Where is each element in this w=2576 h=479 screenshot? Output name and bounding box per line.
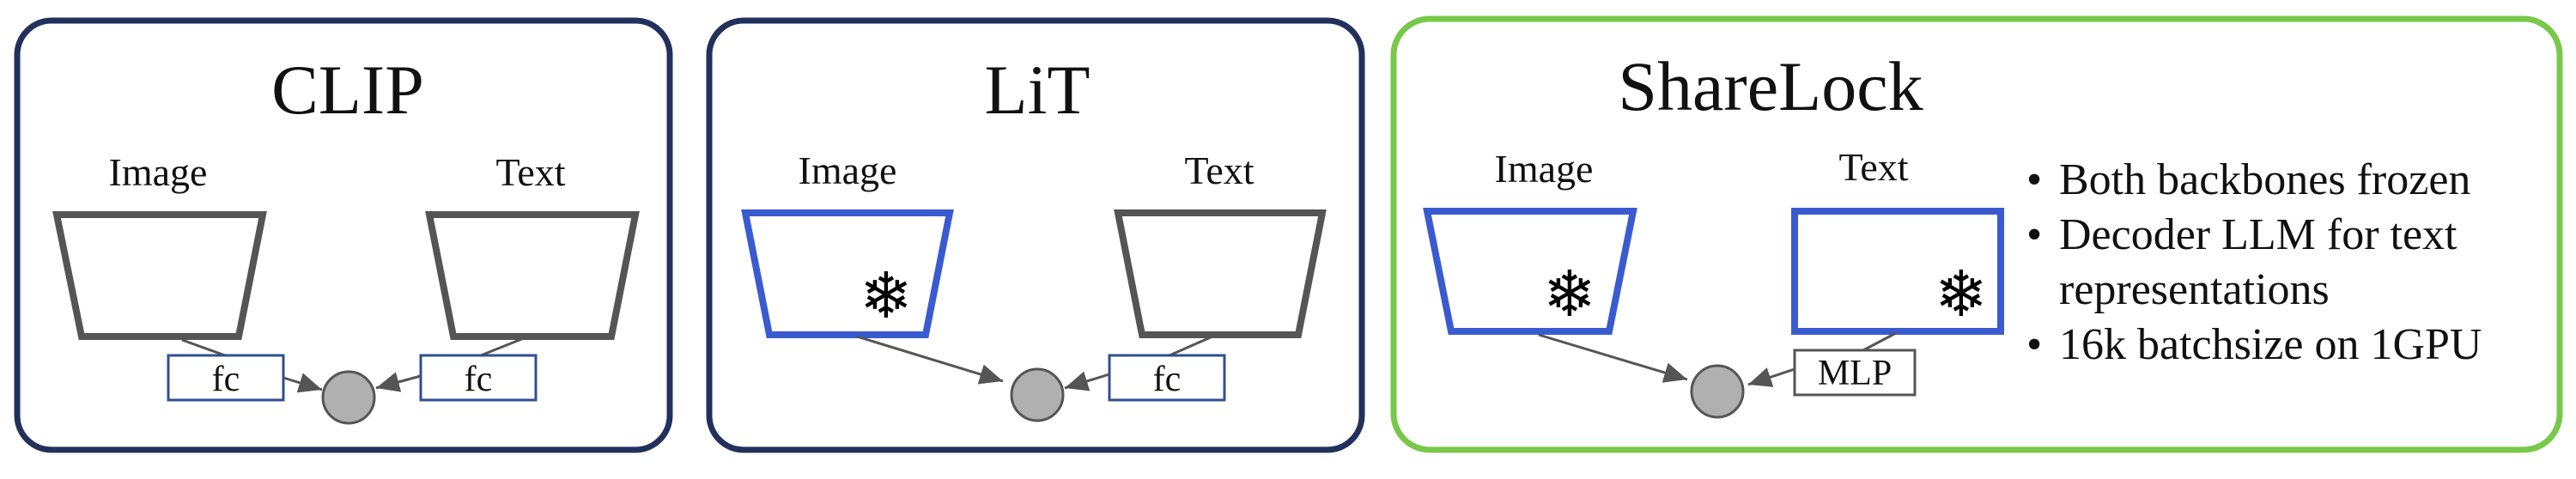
- text-encoder: [425, 211, 640, 340]
- bullet-decoder-llm: Decoder LLM for text: [2059, 210, 2458, 259]
- snowflake-icon: ❄: [860, 259, 913, 333]
- text-projection-label: fc: [465, 360, 493, 399]
- image-encoder-label: Image: [109, 150, 208, 194]
- text-arrow: [1064, 371, 1110, 391]
- image-encoder-connector: [181, 338, 226, 357]
- text-projection-box: [419, 354, 538, 402]
- bullet-glyph: •: [2026, 155, 2042, 204]
- bullet-glyph: •: [2026, 320, 2042, 369]
- panel-clip: CLIP Image Text fc fc: [14, 17, 673, 453]
- text-decoder-connector: [1862, 331, 1897, 352]
- text-arrow: [1747, 367, 1795, 387]
- bullet-both-backbones-frozen: Both backbones frozen: [2059, 155, 2470, 204]
- text-encoder-connector: [1169, 335, 1213, 357]
- text-encoder-label: Text: [1838, 145, 1908, 189]
- image-encoder-frozen: [741, 209, 954, 338]
- text-arrow: [375, 372, 422, 392]
- image-arrow: [856, 335, 1004, 385]
- text-projection-box: [1108, 354, 1226, 402]
- image-encoder-frozen: [1423, 208, 1637, 335]
- bullet-decoder-llm-continued: representations: [2059, 265, 2330, 314]
- similarity-node: [1690, 364, 1745, 419]
- image-encoder-label: Image: [799, 149, 897, 192]
- snowflake-icon: ❄: [1935, 258, 1988, 331]
- mlp-projection-box: [1793, 349, 1917, 397]
- text-decoder-frozen: [1791, 208, 2004, 335]
- panel-title: ShareLock: [1618, 47, 1923, 125]
- bullet-glyph: •: [2026, 210, 2042, 259]
- image-arrow: [283, 373, 323, 393]
- panel-title: CLIP: [271, 51, 424, 129]
- image-arrow: [1538, 333, 1688, 383]
- panel-title: LiT: [985, 51, 1091, 129]
- text-encoder-label: Text: [495, 150, 565, 194]
- panel-clip-border: [14, 17, 673, 453]
- image-encoder: [52, 211, 267, 340]
- panel-lit: LiT Image Text ❄ fc: [706, 17, 1365, 453]
- bullet-16k-batchsize: 16k batchsize on 1GPU: [2059, 320, 2482, 369]
- text-encoder: [1114, 209, 1327, 338]
- text-projection-label: fc: [1153, 360, 1182, 399]
- snowflake-icon: ❄: [1543, 258, 1596, 331]
- panel-sharelock: ShareLock Image Text ❄ ❄ MLP • Both back…: [1390, 15, 2563, 453]
- similarity-node: [1010, 367, 1065, 422]
- mlp-projection-label: MLP: [1818, 354, 1892, 393]
- image-encoder-label: Image: [1495, 147, 1594, 191]
- similarity-node: [321, 370, 376, 425]
- image-projection-label: fc: [212, 360, 240, 399]
- text-encoder-label: Text: [1184, 149, 1254, 192]
- text-encoder-connector: [480, 337, 525, 357]
